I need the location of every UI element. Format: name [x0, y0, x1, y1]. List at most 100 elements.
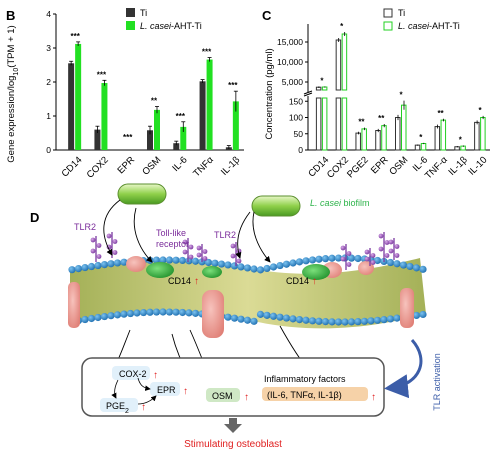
- lipid-head: [178, 256, 187, 265]
- tlr2-bead-icon: [346, 262, 352, 267]
- lipid-head: [373, 316, 382, 324]
- tlr2-bead-icon: [188, 254, 194, 260]
- panel-b-bar: [75, 43, 82, 150]
- lipid-head: [191, 257, 200, 265]
- panel-c-bar: [480, 117, 486, 151]
- panel-b-ylabel: Gene expression/log10(TPM + 1): [6, 25, 20, 162]
- inflammatory-list: (IL-6, TNFα, IL-1β): [267, 390, 342, 400]
- lipid-head: [328, 318, 336, 326]
- panel-b-ytick-label: 4: [46, 9, 51, 19]
- panel-c-legend: TiL. casei-AHT-Ti: [383, 8, 460, 31]
- panel-c-significance: **: [378, 114, 385, 123]
- panel-c-bar-lower: [335, 97, 342, 151]
- tlr2-bead-icon: [340, 256, 346, 262]
- arrow-pge2-to-epr: [137, 395, 157, 405]
- biofilm-left-icon: [117, 183, 167, 205]
- lipid-head: [250, 317, 258, 325]
- panel-c-significance: **: [437, 109, 444, 118]
- lipid-head: [399, 261, 408, 269]
- lipid-head: [237, 315, 245, 323]
- toll-like-receptor-label: Toll-like receptor: [156, 228, 189, 249]
- panel-b-bar: [101, 83, 108, 150]
- tlr2-bead-icon: [346, 251, 352, 256]
- panel-b-ytick-label: 1: [46, 111, 51, 121]
- tlr-activation-arrow: [384, 338, 423, 399]
- lipid-head: [243, 316, 252, 324]
- tlr2-bead-icon: [364, 256, 370, 262]
- lipid-head: [393, 260, 401, 268]
- panel-b-legend-swatch-ti: [126, 8, 135, 17]
- tlr2-bead-icon: [202, 249, 208, 254]
- lipid-head: [386, 315, 395, 323]
- cox2-up-arrow: ↑: [153, 370, 158, 381]
- tlr2-right-label: TLR2: [214, 230, 236, 240]
- panel-c-significance: *: [340, 22, 344, 31]
- tlr2-bead-icon: [364, 249, 370, 255]
- biofilm-right-icon: [251, 195, 301, 217]
- lipid-head: [354, 254, 362, 263]
- tlr2-bead-icon: [388, 239, 394, 245]
- panel-c-significance: *: [459, 135, 463, 144]
- panel-b-legend-swatch-lcasei: [126, 21, 135, 30]
- arrow-biofilm-to-tlr2-right: [235, 211, 251, 259]
- lipid-head: [165, 308, 174, 316]
- panel-c-significance: *: [399, 91, 403, 100]
- tlr2-bead-icon: [340, 245, 346, 251]
- lipid-head: [224, 261, 232, 269]
- panel-c-bar: [474, 121, 480, 151]
- tlr2-left-label: TLR2: [74, 222, 96, 232]
- outcome-label: Stimulating osteoblast: [184, 439, 282, 450]
- lipid-head: [256, 266, 265, 274]
- panel-b-ytick-label: 3: [46, 43, 51, 53]
- lipid-head: [347, 318, 356, 326]
- panel-b-ytick-label: 2: [46, 77, 51, 87]
- inflammatory-title: Inflammatory factors: [264, 374, 346, 384]
- panel-c-bar: [375, 130, 381, 151]
- lipid-head: [386, 258, 395, 267]
- lipid-head: [113, 259, 122, 267]
- lipid-head: [412, 264, 421, 272]
- down-arrow-icon: [224, 418, 242, 433]
- panel-c-bar: [414, 144, 421, 151]
- lipid-head: [107, 260, 115, 268]
- lipid-head: [360, 317, 369, 325]
- panel-b-legend-lcasei: L. casei-AHT-Ti: [140, 21, 202, 31]
- lipid-head: [282, 260, 291, 268]
- tlr2-bead-icon: [196, 245, 202, 251]
- lipid-head: [256, 310, 265, 318]
- panel-c-category-label: EPR: [369, 154, 391, 176]
- tlr2-bead-icon: [230, 243, 236, 249]
- osm-up-arrow: ↑: [244, 392, 249, 403]
- lipid-head: [146, 308, 154, 316]
- lipid-head: [230, 262, 239, 270]
- lipid-head: [289, 315, 297, 323]
- pge2-box: [100, 398, 138, 412]
- lipid-head: [87, 314, 96, 323]
- lipid-head: [328, 254, 336, 262]
- lipid-head: [100, 312, 109, 321]
- panel-c-category-label: OSM: [387, 155, 410, 178]
- lipid-head: [289, 259, 297, 267]
- panel-b-significance: ***: [176, 112, 186, 121]
- lipid-head: [172, 308, 180, 316]
- panel-b-category-label: CD14: [60, 155, 85, 180]
- panel-c-bar-lower: [341, 97, 348, 151]
- tlr2-bead-icon: [370, 253, 376, 258]
- panel-b-legend: TiL. casei-AHT-Ti: [126, 8, 202, 31]
- panel-c-significance: *: [419, 133, 423, 142]
- lipid-head: [217, 260, 226, 268]
- lipid-head: [100, 260, 109, 269]
- panel-b-category-label: EPR: [115, 154, 137, 176]
- panel-d: D L. casei biofilm TLR2 TLR2 Toll-like r…: [30, 183, 442, 450]
- inflammatory-up-arrow: ↑: [371, 392, 376, 403]
- lipid-head: [152, 256, 161, 264]
- lipid-head: [302, 257, 310, 265]
- lipid-head: [159, 256, 167, 264]
- panel-b-bar: [173, 143, 180, 150]
- panel-c-ytick-label: 15,000: [277, 37, 303, 47]
- panel-c-bar: [434, 126, 441, 151]
- lipid-head: [204, 258, 213, 267]
- panel-b-bar: [199, 81, 206, 150]
- osm-box: [206, 388, 240, 402]
